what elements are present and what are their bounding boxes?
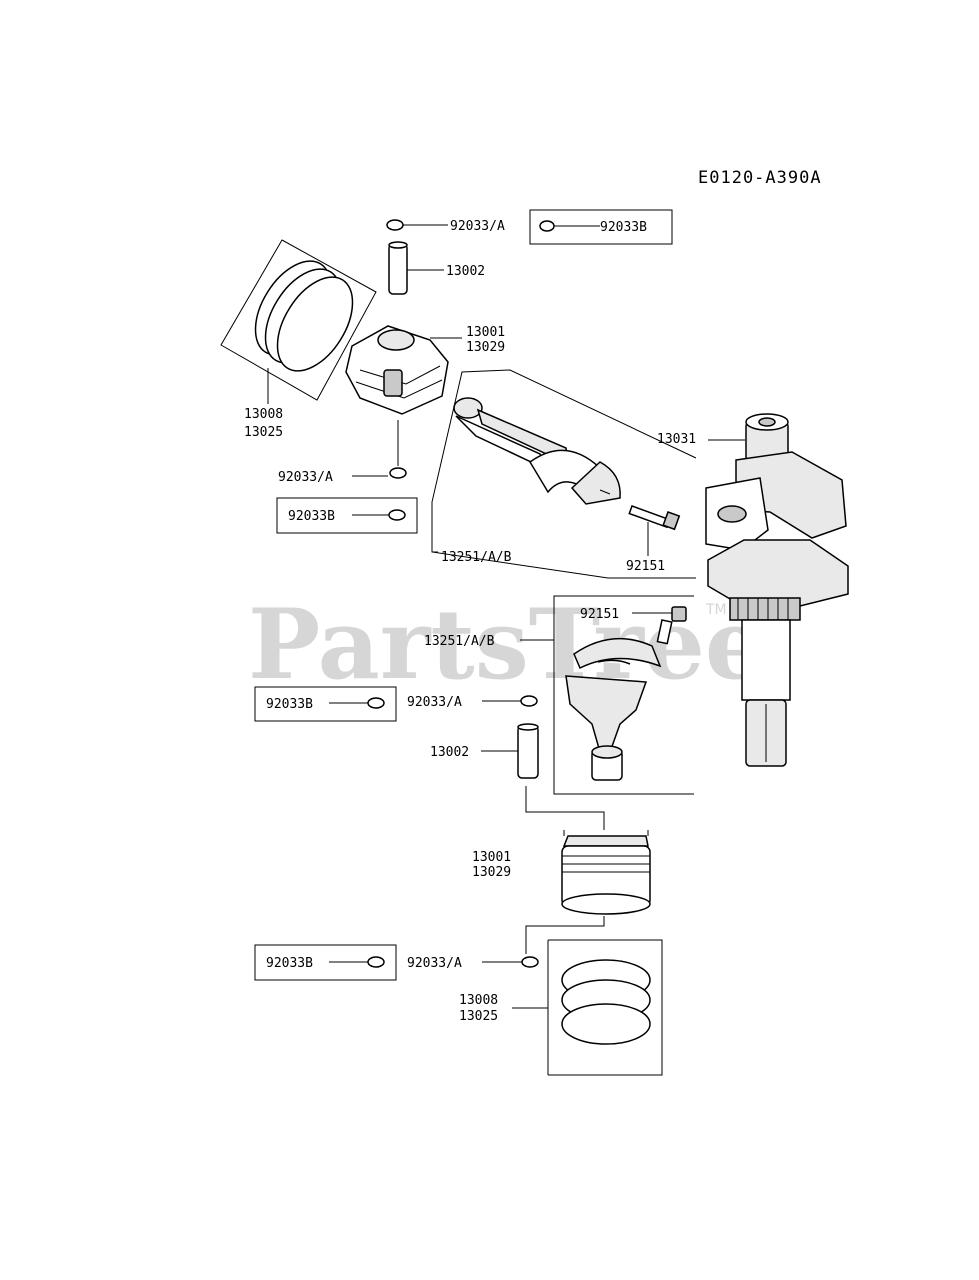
- label-bolt-bottom[interactable]: 92151: [580, 607, 619, 622]
- label-piston-bottom-1[interactable]: 13001: [472, 850, 511, 865]
- label-circlip-a-top[interactable]: 92033/A: [450, 219, 505, 234]
- circlip-b-mid-box[interactable]: [254, 686, 397, 722]
- label-rings-bottom-2[interactable]: 13025: [459, 1009, 498, 1024]
- circlip-a-low-part[interactable]: [482, 916, 605, 968]
- piston-top-part[interactable]: [345, 325, 462, 466]
- piston-pin-top-part[interactable]: [388, 241, 444, 295]
- label-circlip-b-low[interactable]: 92033B: [266, 956, 313, 971]
- label-piston-top-1[interactable]: 13001: [466, 325, 505, 340]
- crankshaft-part[interactable]: [705, 413, 849, 767]
- diagram-code: E0120-A390A: [698, 168, 822, 188]
- watermark: PartsTree: [248, 588, 766, 701]
- label-pin-top[interactable]: 13002: [446, 264, 485, 279]
- circlip-a-left-part[interactable]: [352, 467, 407, 479]
- piston-bottom-part[interactable]: [561, 830, 651, 915]
- label-circlip-a-left[interactable]: 92033/A: [278, 470, 333, 485]
- circlip-b-top-box[interactable]: [529, 209, 673, 245]
- label-rings-top-2[interactable]: 13025: [244, 425, 283, 440]
- label-circlip-a-mid[interactable]: 92033/A: [407, 695, 462, 710]
- label-rod-bottom[interactable]: 13251/A/B: [424, 634, 495, 649]
- piston-rings-top-part[interactable]: [220, 239, 377, 404]
- piston-pin-bottom-part[interactable]: [481, 723, 605, 830]
- label-piston-bottom-2[interactable]: 13029: [472, 865, 511, 880]
- label-circlip-b-top[interactable]: 92033B: [600, 220, 647, 235]
- circlip-b-left-box[interactable]: [276, 497, 418, 534]
- label-rings-top-1[interactable]: 13008: [244, 407, 283, 422]
- piston-rings-bottom-part[interactable]: [512, 939, 663, 1076]
- circlip-b-low-box[interactable]: [254, 944, 397, 981]
- label-rings-bottom-1[interactable]: 13008: [459, 993, 498, 1008]
- label-pin-bottom[interactable]: 13002: [430, 745, 469, 760]
- connecting-rod-top-part[interactable]: [431, 369, 697, 579]
- watermark-trademark: TM: [705, 602, 727, 618]
- connecting-rod-bottom-part[interactable]: [520, 595, 694, 795]
- label-circlip-a-low[interactable]: 92033/A: [407, 956, 462, 971]
- label-bolt-top[interactable]: 92151: [626, 559, 665, 574]
- label-rod-top[interactable]: 13251/A/B: [441, 550, 512, 565]
- circlip-a-mid-part[interactable]: [482, 695, 538, 707]
- circlip-a-top-part[interactable]: [386, 219, 448, 231]
- label-crankshaft[interactable]: 13031: [657, 432, 696, 447]
- label-circlip-b-left[interactable]: 92033B: [288, 509, 335, 524]
- label-piston-top-2[interactable]: 13029: [466, 340, 505, 355]
- label-circlip-b-mid[interactable]: 92033B: [266, 697, 313, 712]
